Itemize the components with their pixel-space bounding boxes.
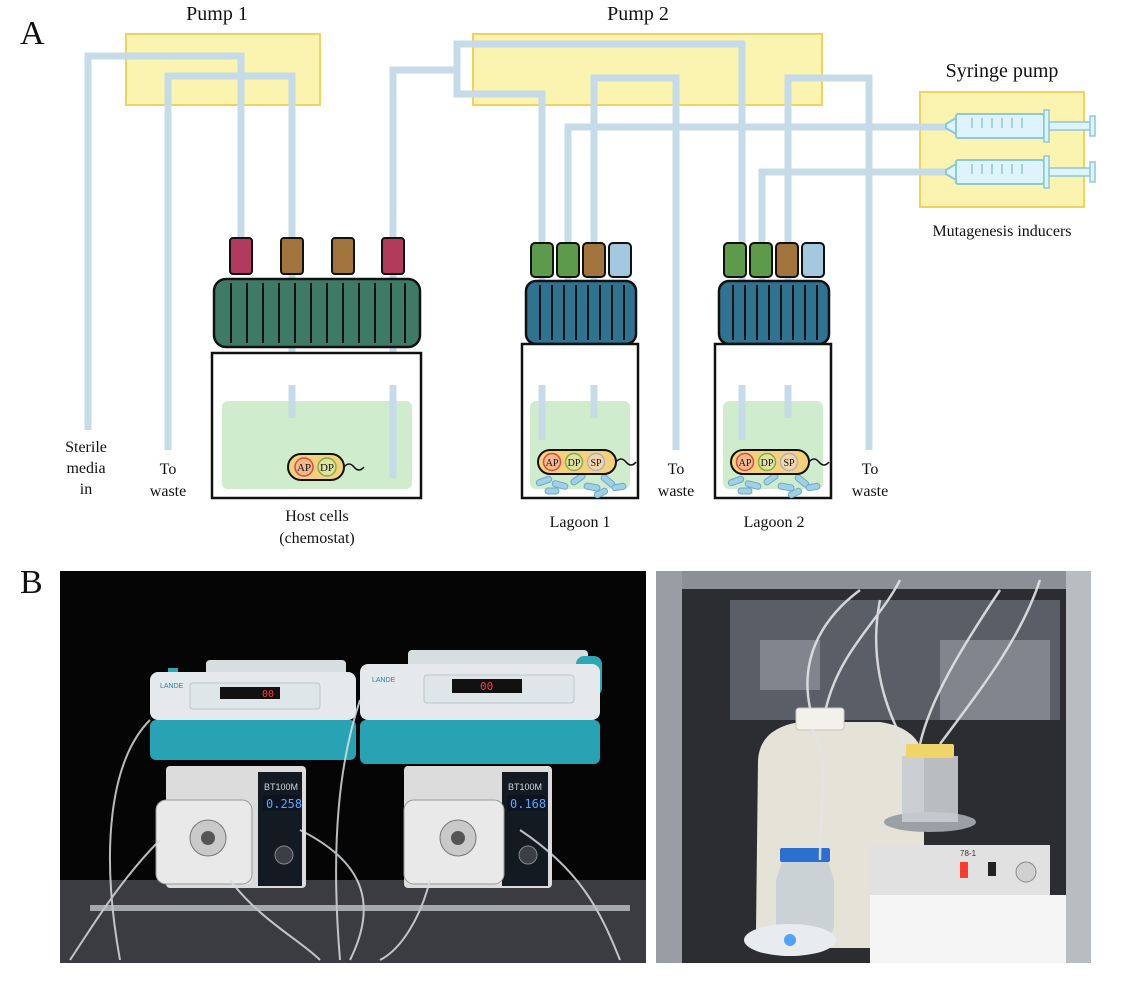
to-waste-label: waste (150, 483, 186, 500)
lagoon-1-vessel: AP DP SP (520, 242, 640, 500)
peristaltic-model: BT100M (264, 782, 298, 792)
host-cells-label: (chemostat) (279, 530, 355, 547)
peristaltic-display: 0.168 (510, 797, 546, 811)
bottle-cap (780, 848, 830, 862)
syringe-1 (945, 109, 1096, 143)
tube-chemostat-to-lagoon2 (389, 40, 746, 478)
syringe-pump-display: 00 (480, 680, 493, 693)
plasmid-dp-label: DP (320, 462, 334, 474)
lagoon-2-label: Lagoon 2 (744, 514, 805, 531)
port-cap (331, 237, 355, 275)
host-cells-label: Host cells (285, 508, 349, 525)
pump-1-label: Pump 1 (186, 3, 248, 25)
pump-brand: LANDE (372, 677, 396, 684)
to-waste-label: To (862, 461, 879, 478)
photo-incubator-setup: 78-1 (656, 571, 1091, 963)
syringe-2 (945, 155, 1096, 189)
plasmid-ap-label: AP (297, 462, 311, 474)
photo-pump-setup: 00 LANDE 00 LANDE BT100M 0.258 (60, 571, 646, 963)
syringe-pump-label: Syringe pump (946, 60, 1059, 82)
pump-2-label: Pump 2 (607, 3, 669, 25)
panel-label-b: B (20, 564, 43, 601)
lagoon-beaker (902, 756, 958, 822)
lagoon-2-cap (717, 279, 831, 346)
panel-label-a: A (20, 15, 45, 52)
plasmid-sp-label: SP (783, 458, 795, 469)
to-waste-label: To (668, 461, 685, 478)
chemostat-vessel: AP DP (210, 237, 423, 500)
pump-brand: LANDE (160, 683, 184, 690)
to-waste-label: waste (658, 483, 694, 500)
pump-1-box (125, 33, 321, 106)
syringe-pump-box (919, 91, 1085, 208)
syringe-pump-display: 00 (262, 689, 274, 700)
syringe-pump-device: 00 LANDE (150, 660, 356, 760)
peristaltic-pump-device: BT100M 0.168 (403, 766, 552, 888)
lagoon-1-cap (524, 279, 638, 346)
stirrer-model: 78-1 (960, 849, 977, 858)
lagoon-1-label: Lagoon 1 (550, 514, 611, 531)
sterile-media-label: Sterile (65, 439, 107, 456)
tube-sterile-media (84, 52, 245, 430)
port-cap (280, 237, 304, 275)
plasmid-ap-label: AP (546, 458, 559, 469)
chemostat-cap (212, 277, 422, 349)
peristaltic-display: 0.258 (266, 797, 302, 811)
port-cap (229, 237, 253, 275)
plasmid-ap-label: AP (739, 458, 752, 469)
peristaltic-pump-device: BT100M 0.258 (155, 766, 306, 888)
peristaltic-model: BT100M (508, 782, 542, 792)
syringe-pump-device: 00 LANDE (360, 650, 602, 764)
lagoon-2-vessel: AP DP SP (713, 242, 833, 500)
port-cap (381, 237, 405, 275)
to-waste-label: waste (852, 483, 888, 500)
plasmid-sp-label: SP (590, 458, 602, 469)
plasmid-dp-label: DP (568, 458, 581, 469)
mutagenesis-inducers-label: Mutagenesis inducers (932, 223, 1071, 240)
to-waste-label: To (160, 461, 177, 478)
plasmid-dp-label: DP (761, 458, 774, 469)
chemostat-medium (222, 401, 412, 489)
sterile-media-label: media (66, 460, 105, 477)
cap-ridges (230, 283, 406, 343)
sterile-media-label: in (80, 481, 92, 498)
